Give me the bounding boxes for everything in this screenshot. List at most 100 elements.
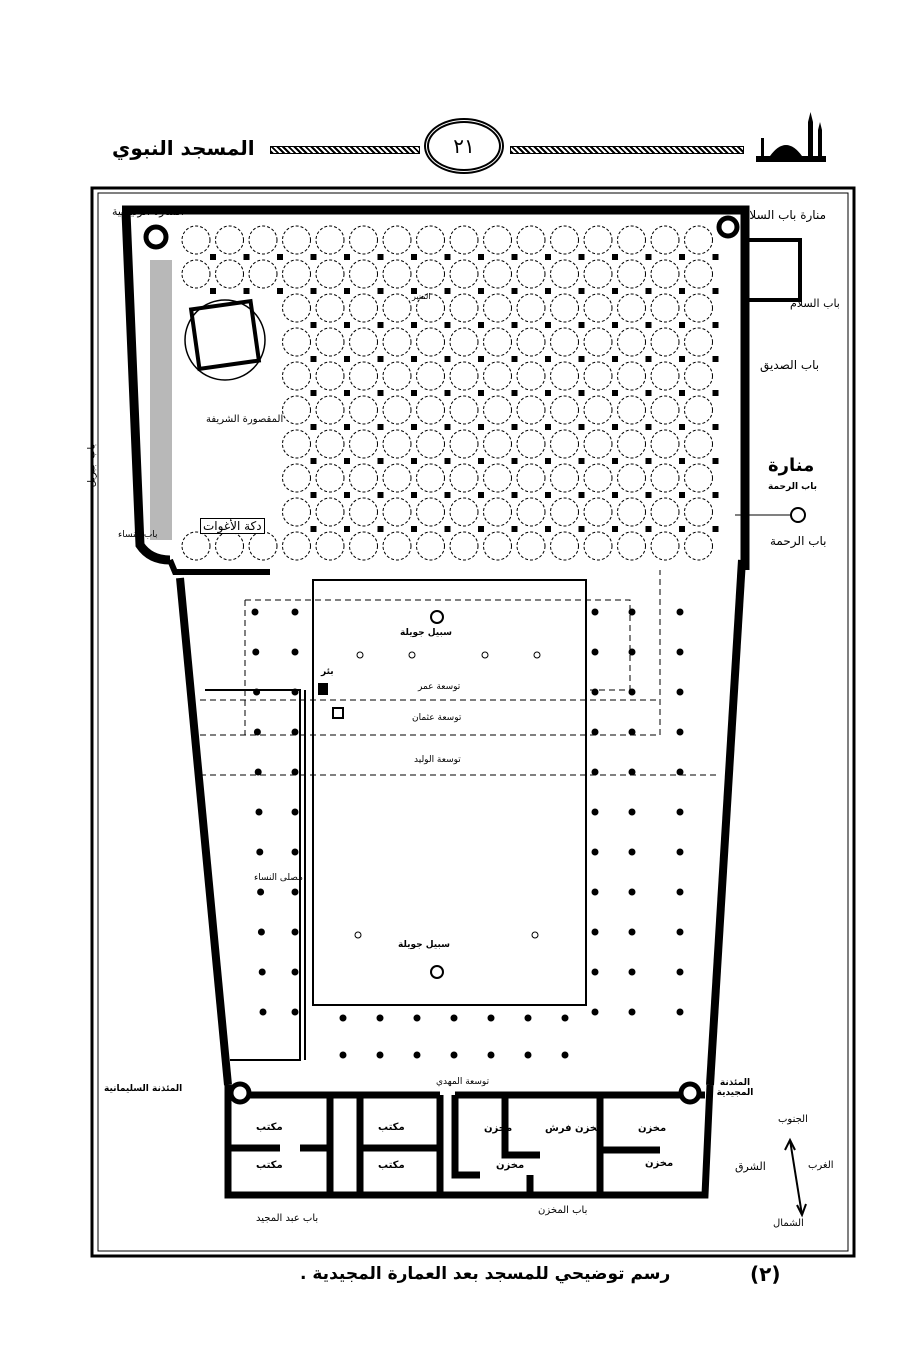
label-fountain-north: سبيل جويلة xyxy=(400,628,453,638)
pier xyxy=(545,492,551,498)
column xyxy=(676,688,684,696)
dome xyxy=(416,361,445,391)
pier xyxy=(612,526,618,532)
compass-east: الشرق xyxy=(735,1160,766,1173)
dome xyxy=(550,293,579,323)
minaret-bab-alsalam xyxy=(716,215,740,239)
column xyxy=(628,928,636,936)
pier xyxy=(679,390,685,396)
dome xyxy=(449,225,479,255)
pier xyxy=(545,458,551,464)
pier xyxy=(612,458,618,464)
column xyxy=(533,651,541,659)
label-well: بئر xyxy=(321,667,334,677)
pier xyxy=(478,356,484,362)
pier xyxy=(444,356,451,362)
sacred-chamber xyxy=(188,298,262,372)
pier xyxy=(210,288,216,294)
dome xyxy=(449,361,479,391)
dome xyxy=(550,463,579,493)
pier xyxy=(679,254,685,260)
pier xyxy=(310,526,317,532)
pier xyxy=(545,322,551,328)
pier xyxy=(310,424,317,430)
dome xyxy=(416,497,445,527)
pier xyxy=(310,492,317,498)
dome xyxy=(617,463,646,493)
label-bab-jibril: باب جبريل xyxy=(86,443,98,488)
dome xyxy=(483,497,512,527)
column xyxy=(291,688,299,696)
pier xyxy=(344,356,350,362)
column xyxy=(408,651,416,659)
label-majidiyya-minaret: المئذنة المجيدية xyxy=(716,1078,754,1098)
dome xyxy=(650,429,680,459)
label-dakkat-alaghwat: دكة الأغوات xyxy=(200,518,265,534)
dome xyxy=(617,293,646,323)
pier xyxy=(578,390,585,396)
label-bab-alnisa: باب النساء xyxy=(118,530,158,540)
dome xyxy=(550,327,579,357)
label-umar-extension: توسعة عمر xyxy=(418,682,461,692)
dome xyxy=(315,361,345,391)
pier xyxy=(411,526,417,532)
label-mahdi-extension: توسعة المهدي xyxy=(436,1077,490,1087)
header-rule-right xyxy=(510,146,744,154)
header-rule-left xyxy=(270,146,420,154)
dome xyxy=(516,259,546,289)
pier xyxy=(478,390,484,396)
column xyxy=(291,1008,299,1016)
north-arrow-icon xyxy=(784,1137,807,1218)
pier xyxy=(612,254,618,260)
dome xyxy=(617,429,646,459)
pier xyxy=(578,492,585,498)
label-rahma-minaret-sub: باب الرحمة xyxy=(768,482,817,492)
pier xyxy=(344,458,350,464)
pier xyxy=(712,458,719,464)
pier xyxy=(645,390,652,396)
pier xyxy=(377,322,384,328)
dome xyxy=(684,497,713,527)
column xyxy=(628,648,636,656)
dome xyxy=(684,463,713,493)
column xyxy=(339,1014,347,1022)
figure-caption: رسم توضيحي للمسجد بعد العمارة المجيدية . xyxy=(300,1264,671,1284)
dome xyxy=(282,429,311,459)
dome xyxy=(349,463,378,493)
column xyxy=(561,1051,569,1059)
pier xyxy=(511,254,518,260)
dome xyxy=(617,225,646,255)
column xyxy=(628,688,636,696)
dome xyxy=(382,429,412,459)
room-office-4: مكتب xyxy=(378,1160,405,1171)
pier xyxy=(645,356,652,362)
pier xyxy=(344,254,350,260)
pier xyxy=(310,322,317,328)
pier xyxy=(444,526,451,532)
pier xyxy=(712,356,719,362)
column xyxy=(291,888,299,896)
pier xyxy=(511,322,518,328)
column xyxy=(561,1014,569,1022)
minaret-main xyxy=(143,224,169,250)
column xyxy=(591,648,599,656)
pier xyxy=(411,356,417,362)
dome xyxy=(617,259,646,289)
figure-number: (٢) xyxy=(750,1262,781,1286)
pier xyxy=(243,254,250,260)
label-minbar: المنبر xyxy=(412,292,431,301)
pier xyxy=(545,526,551,532)
dome xyxy=(382,259,412,289)
pier xyxy=(377,492,384,498)
pier xyxy=(411,390,417,396)
pier xyxy=(545,424,551,430)
dome xyxy=(583,395,613,425)
pier xyxy=(377,288,384,294)
pier xyxy=(411,458,417,464)
pier xyxy=(645,322,652,328)
pier xyxy=(545,288,551,294)
dome xyxy=(684,293,713,323)
label-main-minaret: المنارة الرئيسية xyxy=(112,205,184,218)
dome xyxy=(617,531,646,561)
pier xyxy=(511,526,518,532)
